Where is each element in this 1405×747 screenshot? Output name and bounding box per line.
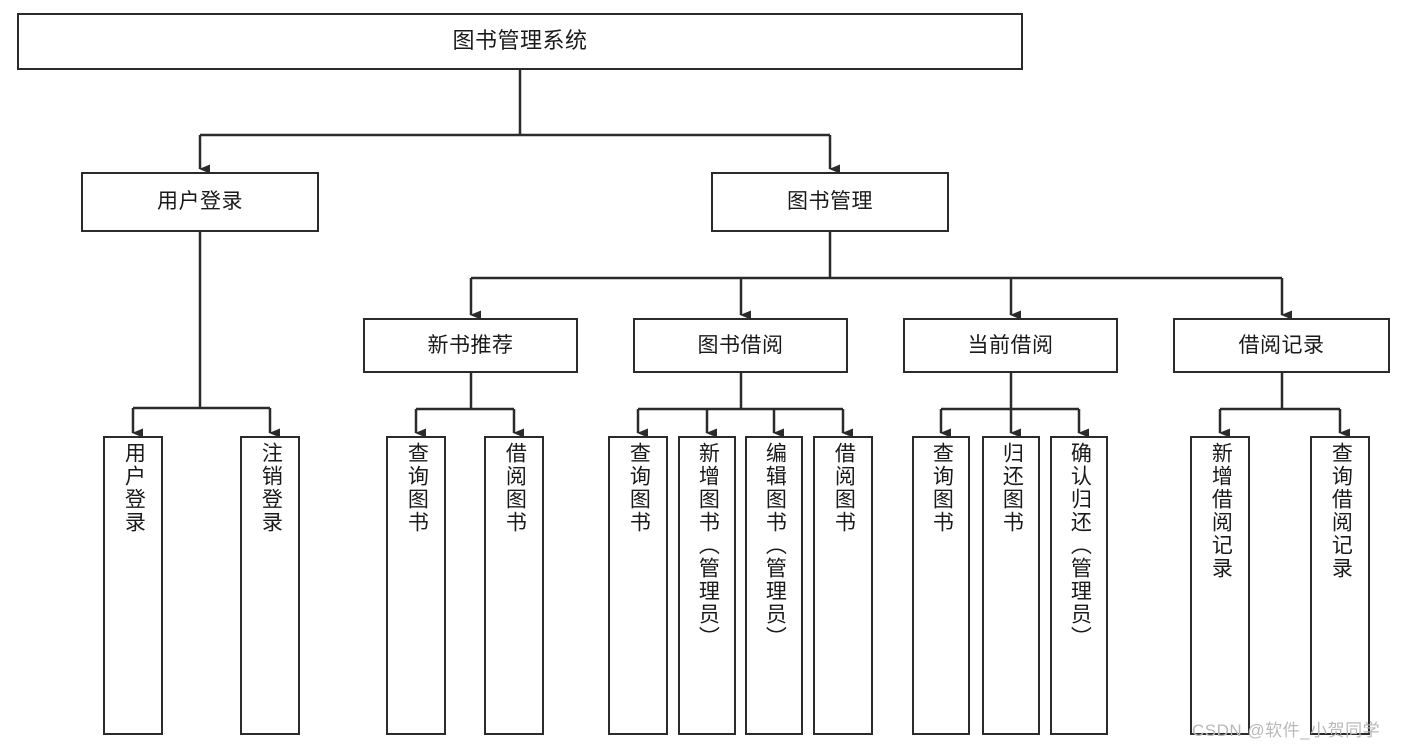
node-leaf_b2[interactable]: 借阅图书 (813, 436, 873, 735)
node-label: 新增图书（管理员） (696, 442, 720, 649)
node-label: 当前借阅 (967, 333, 1054, 357)
node-leaf_conf[interactable]: 确认归还（管理员） (1050, 436, 1108, 735)
node-user_login[interactable]: 用户登录 (81, 172, 319, 232)
node-leaf_b1[interactable]: 借阅图书 (484, 436, 544, 735)
node-cur_borrow[interactable]: 当前借阅 (903, 318, 1118, 373)
node-leaf_addlog[interactable]: 新增借阅记录 (1190, 436, 1250, 735)
node-leaf_q1[interactable]: 查询图书 (386, 436, 446, 735)
node-leaf_edit[interactable]: 编辑图书（管理员） (745, 436, 803, 735)
node-borrow_log[interactable]: 借阅记录 (1173, 318, 1390, 373)
node-label: 用户登录 (122, 442, 146, 534)
node-label: 新书推荐 (427, 333, 514, 357)
node-label: 归还图书 (1000, 442, 1024, 534)
node-label: 确认归还（管理员） (1068, 442, 1092, 649)
node-leaf_q2[interactable]: 查询图书 (608, 436, 668, 735)
node-label: 查询图书 (627, 442, 651, 534)
node-label: 编辑图书（管理员） (763, 442, 787, 649)
node-label: 用户登录 (157, 190, 243, 214)
node-book_borrow[interactable]: 图书借阅 (633, 318, 848, 373)
node-root[interactable]: 图书管理系统 (17, 13, 1023, 70)
node-leaf_q3[interactable]: 查询图书 (912, 436, 970, 735)
node-leaf_qlog[interactable]: 查询借阅记录 (1310, 436, 1370, 735)
node-new_rec[interactable]: 新书推荐 (363, 318, 578, 373)
node-label: 借阅图书 (832, 442, 856, 534)
node-label: 图书管理系统 (452, 28, 588, 54)
node-label: 查询借阅记录 (1329, 442, 1353, 580)
edge-group (131, 70, 1350, 438)
node-label: 图书借阅 (697, 333, 784, 357)
node-label: 查询图书 (405, 442, 429, 534)
node-label: 图书管理 (787, 190, 873, 214)
node-leaf_ret[interactable]: 归还图书 (982, 436, 1040, 735)
node-leaf_add[interactable]: 新增图书（管理员） (678, 436, 736, 735)
node-leaf_logout[interactable]: 注销登录 (240, 436, 300, 735)
node-leaf_login[interactable]: 用户登录 (103, 436, 163, 735)
node-book_mgmt[interactable]: 图书管理 (711, 172, 949, 232)
watermark: CSDN @软件_小贺同学 (1192, 721, 1381, 740)
node-label: 借阅图书 (503, 442, 527, 534)
node-label: 新增借阅记录 (1209, 442, 1233, 580)
node-label: 注销登录 (259, 442, 283, 534)
node-label: 查询图书 (930, 442, 954, 534)
node-label: 借阅记录 (1238, 333, 1325, 357)
